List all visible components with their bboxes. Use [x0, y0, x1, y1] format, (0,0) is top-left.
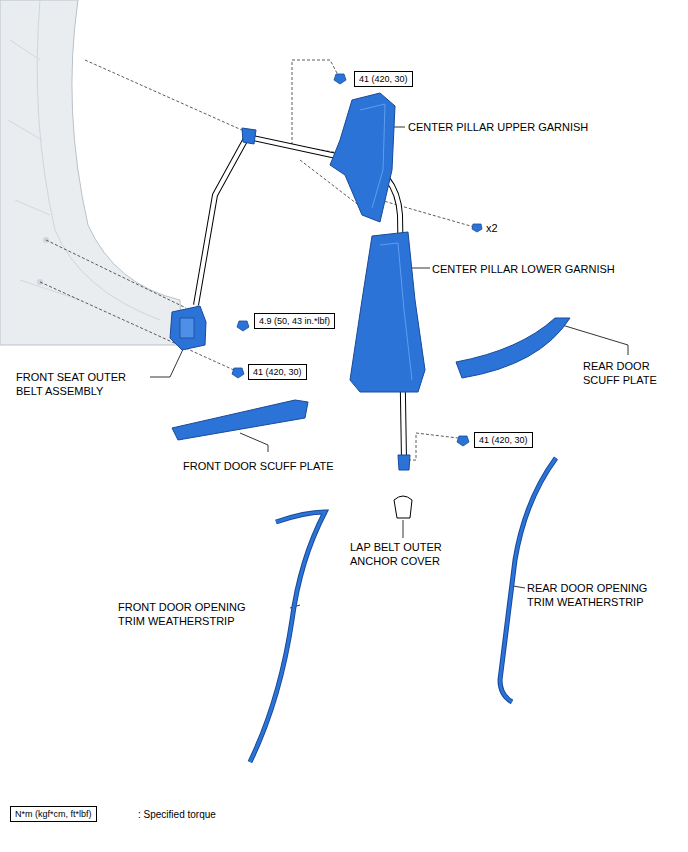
- part-name: CENTER PILLAR UPPER GARNISH: [408, 120, 588, 134]
- part-name: FRONT DOOR SCUFF PLATE: [183, 459, 334, 473]
- torque-value: 41 (420, 30): [253, 367, 302, 377]
- part-name: FRONT DOOR OPENING TRIM WEATHERSTRIP: [118, 600, 250, 628]
- part-name: LAP BELT OUTER ANCHOR COVER: [350, 540, 458, 568]
- torque-value: 4.9 (50, 43 in.*lbf): [259, 316, 330, 326]
- torque-value: 41 (420, 30): [359, 74, 408, 84]
- torque-box: 41 (420, 30): [354, 71, 413, 87]
- torque-box: 41 (420, 30): [474, 432, 533, 448]
- part-name: CENTER PILLAR LOWER GARNISH: [432, 262, 615, 276]
- part-name: FRONT SEAT OUTER BELT ASSEMBLY: [16, 370, 148, 398]
- torque-box: 41 (420, 30): [248, 364, 307, 380]
- part-name: x2: [486, 221, 498, 235]
- part-name: REAR DOOR SCUFF PLATE: [583, 359, 675, 387]
- legend-text: : Specified torque: [138, 808, 216, 821]
- torque-box: 4.9 (50, 43 in.*lbf): [254, 313, 335, 329]
- part-name: REAR DOOR OPENING TRIM WEATHERSTRIP: [527, 581, 667, 609]
- torque-value: 41 (420, 30): [479, 435, 528, 445]
- torque-value: N*m (kgf*cm, ft*lbf): [15, 809, 92, 819]
- legend-sample-box: N*m (kgf*cm, ft*lbf): [10, 806, 97, 822]
